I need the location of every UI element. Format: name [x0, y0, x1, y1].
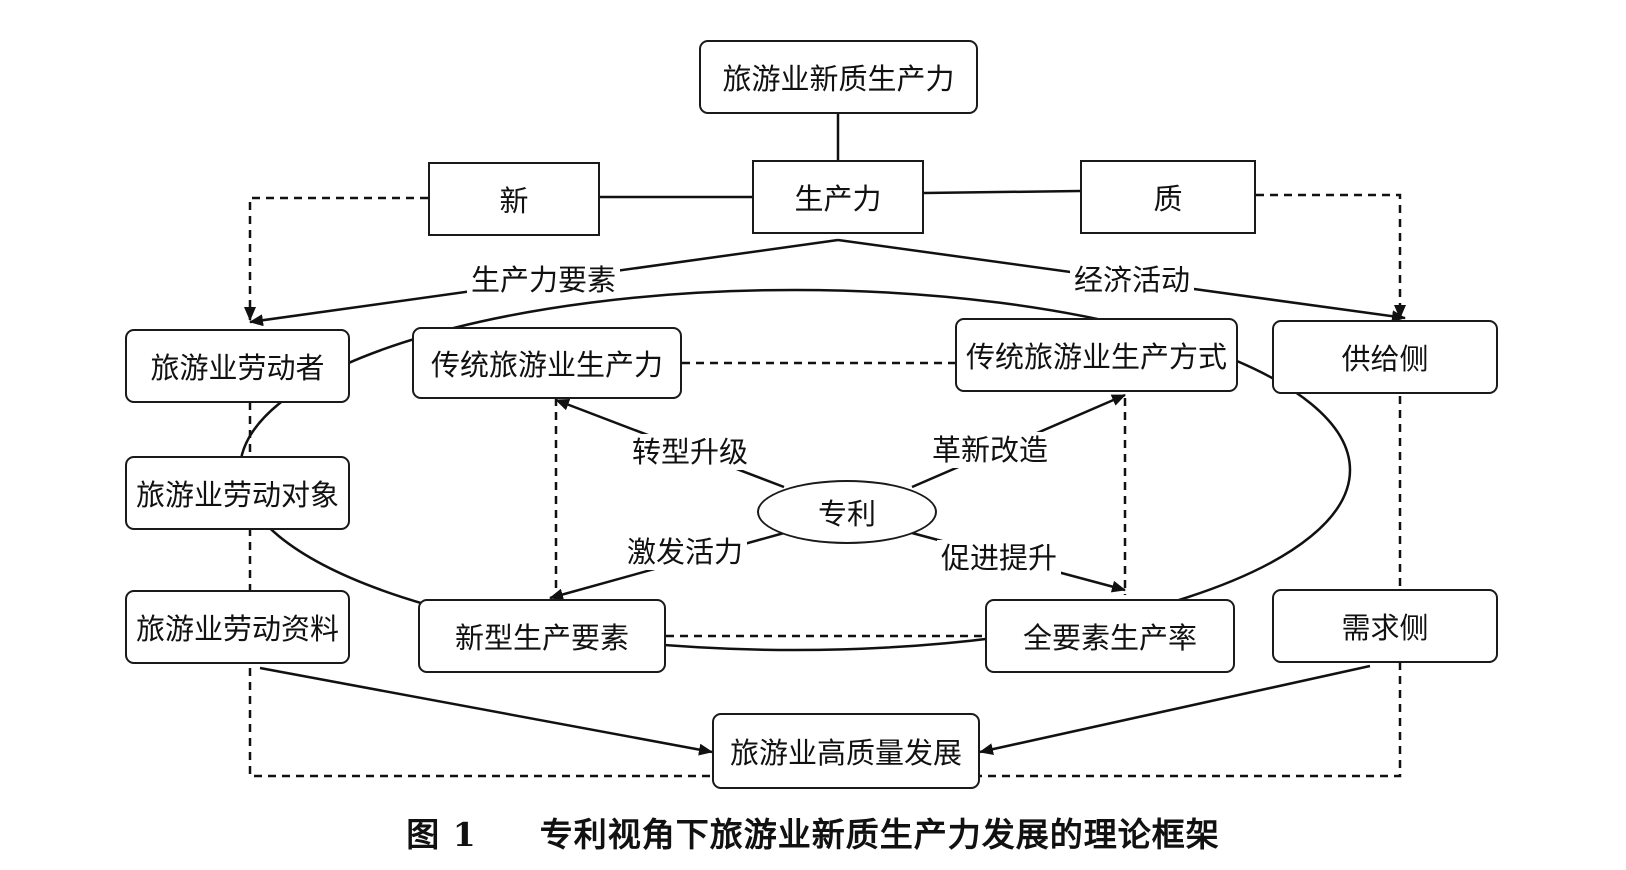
innovate-label: 革新改造: [928, 432, 1053, 468]
zhi-node: 质: [1080, 160, 1256, 234]
transform-label: 转型升级: [628, 434, 753, 470]
productivity-to-zhi-line: [923, 189, 1081, 195]
demand-side-node: 需求侧: [1272, 589, 1498, 663]
left-dashed-frame: [244, 196, 428, 321]
laborer-node: 旅游业劳动者: [125, 329, 350, 403]
xin-node: 新: [428, 162, 600, 236]
factors-label: 生产力要素: [467, 262, 621, 298]
right-dashed-vertical: [980, 396, 1402, 778]
patent-node: 专利: [757, 480, 937, 544]
right-dashed-frame: [1256, 193, 1406, 319]
traditional-mode-node: 传统旅游业生产方式: [955, 318, 1238, 392]
figure-number: 图 1: [406, 815, 477, 854]
figure-title: 专利视角下旅游业新质生产力发展的理论框架: [539, 815, 1220, 854]
supply-side-node: 供给侧: [1272, 320, 1498, 394]
top-node: 旅游业新质生产力: [699, 40, 978, 114]
tfp-node: 全要素生产率: [985, 599, 1235, 673]
labor-material-to-hq-arrow: [259, 666, 713, 756]
productivity-node: 生产力: [752, 160, 924, 234]
high-quality-node: 旅游业高质量发展: [712, 713, 980, 789]
figure-caption: 图 1 专利视角下旅游业新质生产力发展的理论框架: [0, 808, 1626, 856]
demand-to-hq-arrow: [979, 664, 1371, 756]
labor-material-node: 旅游业劳动资料: [125, 590, 350, 664]
stimulate-label: 激发活力: [623, 534, 748, 570]
new-factors-node: 新型生产要素: [418, 599, 666, 673]
economic-activity-label: 经济活动: [1070, 262, 1195, 298]
promote-label: 促进提升: [937, 540, 1062, 576]
labor-object-node: 旅游业劳动对象: [125, 456, 350, 530]
traditional-productivity-node: 传统旅游业生产力: [412, 327, 682, 399]
